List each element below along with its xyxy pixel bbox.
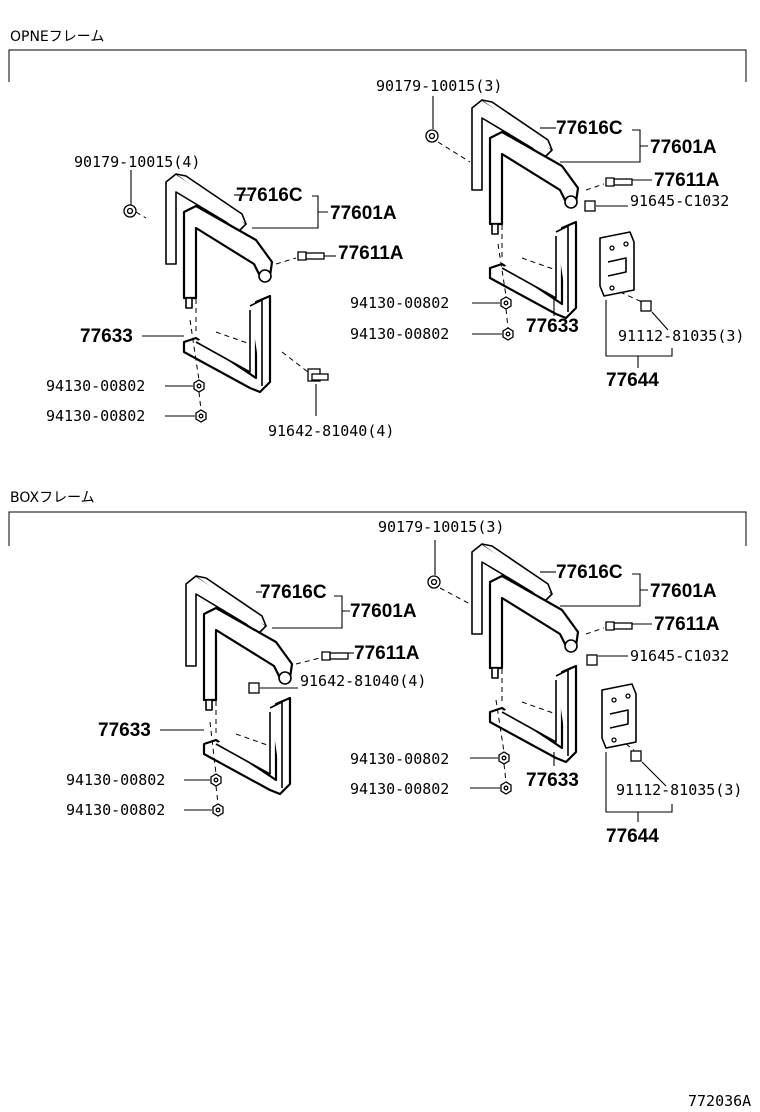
bracket-icon	[601, 683, 637, 749]
bolt-icon	[605, 621, 633, 631]
nut-icon	[425, 129, 439, 143]
box-left-assembly	[184, 574, 294, 796]
label-77616c-box-left: 77616C	[260, 582, 327, 603]
label-91642-open-left: 91642-81040(4)	[268, 422, 394, 440]
label-94130-open-right-1: 94130-00802	[350, 294, 449, 312]
label-94130-open-right-2: 94130-00802	[350, 325, 449, 343]
label-77601a-open-right: 77601A	[650, 137, 717, 158]
bolt-icon	[586, 654, 598, 666]
label-90179-open-right: 90179-10015(3)	[376, 77, 502, 95]
label-77601a-box-left: 77601A	[350, 601, 417, 622]
label-77633-box-left: 77633	[98, 720, 151, 741]
label-90179-open-left: 90179-10015(4)	[74, 153, 200, 171]
diagram-code: 772036A	[688, 1092, 751, 1110]
label-77616c-open-left: 77616C	[236, 185, 303, 206]
label-77644-box-right: 77644	[606, 826, 659, 847]
label-94130-box-right-1: 94130-00802	[350, 750, 449, 768]
bolt-icon	[630, 750, 642, 762]
label-77601a-box-right: 77601A	[650, 581, 717, 602]
bolt-icon	[584, 200, 596, 212]
label-77611a-open-left: 77611A	[338, 243, 404, 264]
section-frame-open	[8, 49, 747, 82]
label-94130-open-left-1: 94130-00802	[46, 377, 145, 395]
label-94130-open-left-2: 94130-00802	[46, 407, 145, 425]
label-91112-box-right: 91112-81035(3)	[616, 781, 742, 799]
bolt-icon	[297, 251, 325, 261]
section-title-open: OPNEフレーム	[10, 29, 104, 45]
nut-icon	[195, 409, 207, 423]
label-77601a-open-left: 77601A	[330, 203, 397, 224]
bracket-icon	[599, 231, 635, 297]
nut-icon	[498, 751, 510, 765]
nut-icon	[500, 781, 512, 795]
label-91112-open-right: 91112-81035(3)	[618, 327, 744, 345]
label-94130-box-right-2: 94130-00802	[350, 780, 449, 798]
label-91645-open-right: 91645-C1032	[630, 192, 729, 210]
nut-icon	[502, 327, 514, 341]
bolt-icon	[605, 177, 633, 187]
label-91645-box-right: 91645-C1032	[630, 647, 729, 665]
label-77611a-box-left: 77611A	[354, 643, 420, 664]
label-94130-box-left-2: 94130-00802	[66, 801, 165, 819]
section-title-box: BOXフレーム	[10, 490, 95, 506]
bolt-icon	[321, 651, 349, 661]
bolt-icon	[640, 300, 652, 312]
label-77644-open-right: 77644	[606, 370, 659, 391]
label-77633-box-right: 77633	[526, 770, 579, 791]
label-91642-box-left: 91642-81040(4)	[300, 672, 426, 690]
label-77633-open-left: 77633	[80, 326, 133, 347]
label-90179-box-right: 90179-10015(3)	[378, 518, 504, 536]
bolt-icon	[307, 368, 329, 382]
nut-icon	[210, 773, 222, 787]
label-77616c-box-right: 77616C	[556, 562, 623, 583]
nut-icon	[500, 296, 512, 310]
label-77611a-box-right: 77611A	[654, 614, 720, 635]
bolt-icon	[248, 682, 260, 694]
section-frame-box	[8, 511, 747, 546]
nut-icon	[193, 379, 205, 393]
label-77633-open-right: 77633	[526, 316, 579, 337]
open-left-assembly	[164, 172, 274, 394]
label-77616c-open-right: 77616C	[556, 118, 623, 139]
nut-icon	[123, 204, 137, 218]
nut-icon	[212, 803, 224, 817]
label-77611a-open-right: 77611A	[654, 170, 720, 191]
nut-icon	[427, 575, 441, 589]
label-94130-box-left-1: 94130-00802	[66, 771, 165, 789]
